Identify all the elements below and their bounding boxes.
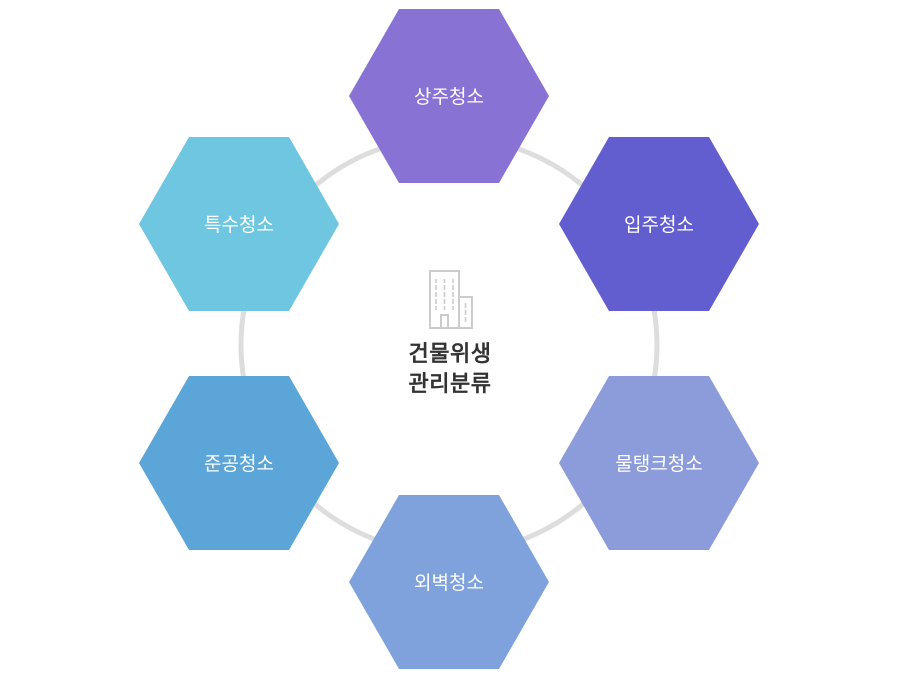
center-title-line1: 건물위생 xyxy=(408,342,492,367)
hexagon-bottom xyxy=(349,495,549,669)
node-upper-right: 입주청소 xyxy=(559,137,759,311)
node-label-lower-left: 준공청소 xyxy=(204,453,274,475)
node-label-upper-left: 특수청소 xyxy=(204,214,274,236)
hexagon-lower-left xyxy=(139,376,339,550)
hexagon-lower-right xyxy=(559,376,759,550)
node-lower-right: 물탱크청소 xyxy=(559,376,759,550)
node-label-top: 상주청소 xyxy=(414,86,484,108)
node-lower-left: 준공청소 xyxy=(139,376,339,550)
node-top: 상주청소 xyxy=(349,9,549,183)
building-icon xyxy=(429,270,473,329)
node-upper-left: 특수청소 xyxy=(139,137,339,311)
node-label-bottom: 외벽청소 xyxy=(414,572,484,594)
center-title-line2: 관리분류 xyxy=(408,372,492,397)
center-title: 건물위생 관리분류 xyxy=(350,340,550,400)
hexagon-upper-left xyxy=(139,137,339,311)
hexagon-top xyxy=(349,9,549,183)
hexagon-upper-right xyxy=(559,137,759,311)
node-label-upper-right: 입주청소 xyxy=(624,214,694,236)
node-bottom: 외벽청소 xyxy=(349,495,549,669)
node-label-lower-right: 물탱크청소 xyxy=(615,453,702,475)
